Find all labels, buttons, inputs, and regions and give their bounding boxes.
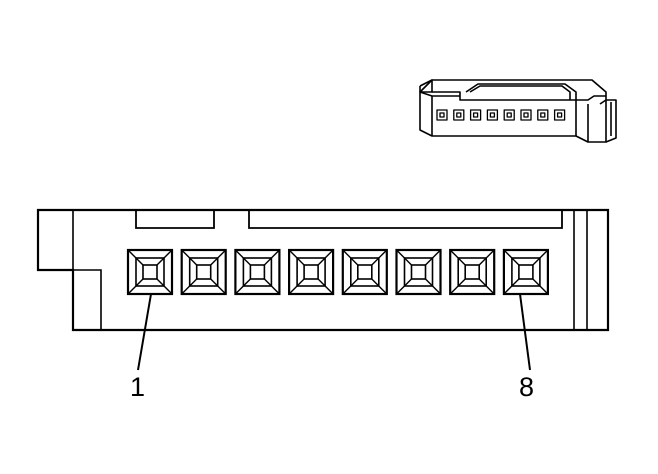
mini-cavity-inner-7 bbox=[540, 112, 546, 118]
cavity-8 bbox=[502, 248, 549, 296]
mini-cavity-inner-3 bbox=[472, 112, 479, 118]
cavity-row bbox=[126, 248, 549, 296]
cavity-4 bbox=[288, 248, 335, 296]
cavity-5 bbox=[341, 248, 388, 296]
cavity-7 bbox=[449, 248, 496, 296]
mini-cavity-inner-6 bbox=[523, 112, 529, 118]
mini-cavity-4 bbox=[486, 109, 499, 121]
connector-perspective-view bbox=[419, 79, 617, 143]
mini-cavity-2 bbox=[453, 109, 465, 121]
cavity-2 bbox=[180, 248, 227, 296]
mini-cavity-inner-2 bbox=[456, 112, 462, 118]
mini-cavity-inner-8 bbox=[556, 112, 563, 118]
pin-label-1: 1 bbox=[130, 372, 146, 402]
pin-label-8: 8 bbox=[519, 372, 535, 402]
mini-cavity-5 bbox=[503, 109, 515, 121]
leader-line-pin-1 bbox=[137, 293, 152, 371]
leader-line-pin-8 bbox=[519, 293, 531, 371]
mini-cavity-3 bbox=[469, 109, 482, 121]
connector-front-view bbox=[36, 208, 610, 332]
mini-cavity-inner-4 bbox=[489, 112, 496, 118]
mini-cavity-7 bbox=[537, 109, 549, 121]
mini-cavity-1 bbox=[436, 109, 448, 121]
mini-cavity-inner-5 bbox=[506, 112, 512, 118]
mini-cavity-inner-1 bbox=[439, 112, 445, 118]
mini-cavity-8 bbox=[553, 109, 566, 121]
cavity-1 bbox=[126, 248, 174, 296]
cavity-6 bbox=[395, 248, 442, 296]
cavity-3 bbox=[234, 248, 281, 296]
mini-cavity-6 bbox=[520, 109, 532, 121]
